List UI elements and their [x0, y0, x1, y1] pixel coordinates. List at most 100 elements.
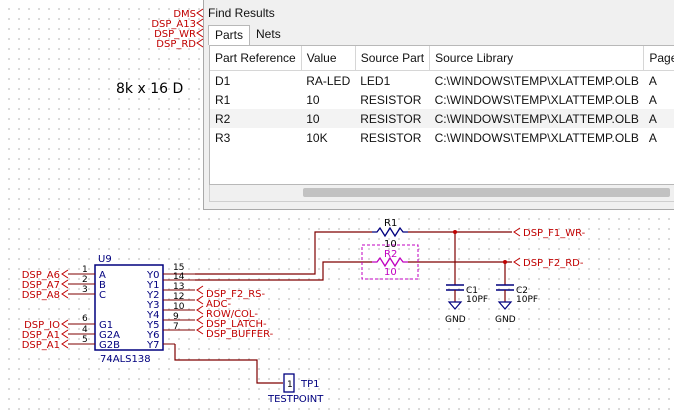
port-label-dsp-a8[interactable]: DSP_A8 [22, 290, 60, 301]
tab-nets[interactable]: Nets [256, 27, 281, 41]
r1-body[interactable] [372, 226, 408, 238]
tp1-pin-number: 1 [287, 380, 293, 390]
column-header-source-library[interactable]: Source Library [429, 46, 645, 71]
cell-source-library: C:\WINDOWS\TEMP\XLATTEMP.OLB [434, 92, 639, 107]
c2-gnd-label: GND [495, 315, 516, 325]
tp1-body[interactable] [283, 373, 295, 393]
resistor-r2[interactable]: R2 10 [361, 244, 419, 280]
table-row[interactable]: R2 10 RESISTOR C:\WINDOWS\TEMP\XLATTEMP.… [210, 109, 674, 128]
port-label-dsp-a1[interactable]: DSP_A1 [22, 330, 60, 341]
u9-right-pin-names: Y0 Y1 Y2 Y3 Y4 Y5 Y6 Y7 [146, 270, 159, 351]
u9-left-pin-names: A B C G1 G2A G2B [99, 270, 120, 351]
column-header-part-reference[interactable]: Part Reference [210, 46, 302, 71]
gnd-symbol-icon [497, 301, 513, 310]
c1-reference: C1 [466, 286, 478, 296]
column-header-page[interactable]: Page [643, 46, 674, 71]
pin-number: 9 [173, 312, 179, 322]
cell-value: RA-LED [306, 73, 351, 88]
scrollbar-thumb[interactable] [303, 188, 670, 197]
port-label-dms[interactable]: DMS [173, 9, 196, 20]
memory-block-label: 8k x 16 D [116, 81, 183, 97]
cell-source-part: RESISTOR [355, 109, 430, 128]
port-label-dsp-f2-rd[interactable]: DSP_F2_RD- [523, 258, 584, 269]
c2-value: 10PF [516, 295, 538, 305]
horizontal-scrollbar[interactable] [209, 185, 674, 202]
r2-body[interactable] [372, 256, 408, 268]
cell-source-part: RESISTOR [360, 130, 422, 145]
r2-reference: R2 [384, 249, 397, 260]
port-arrow-dms [196, 8, 204, 18]
table-row[interactable]: R3 10K RESISTOR C:\WINDOWS\TEMP\XLATTEMP… [210, 128, 674, 147]
port-label-dsp-a1[interactable]: DSP_A1 [22, 340, 60, 351]
cell-part-reference: D1 [215, 73, 231, 88]
port-label-dsp-a6[interactable]: DSP_A6 [22, 270, 60, 281]
cell-page: A [648, 92, 657, 107]
results-table[interactable]: Part Reference Value Source Part Source … [209, 45, 674, 185]
top-ports: DMS DSP_A13 DSP_WR DSP_RD [151, 8, 204, 50]
port-label-dsp-f2-rs[interactable]: DSP_F2_RS- [206, 289, 265, 300]
column-header-source-part[interactable]: Source Part [355, 46, 431, 71]
table-row[interactable]: R1 10 RESISTOR C:\WINDOWS\TEMP\XLATTEMP.… [210, 90, 674, 109]
port-label-dsp-buffer[interactable]: DSP_BUFFER- [206, 329, 274, 340]
junction-dot [453, 230, 457, 234]
gnd-symbol-icon [447, 301, 463, 310]
u9-body[interactable] [94, 264, 164, 351]
net-wire-y1[interactable] [195, 261, 372, 281]
port-label-dsp-latch[interactable]: DSP_LATCH- [206, 319, 267, 330]
port-arrow [61, 339, 69, 349]
u9-left-pin-numbers: 1 2 3 6 4 5 [82, 265, 88, 345]
port-label-dsp-a13[interactable]: DSP_A13 [151, 19, 196, 30]
pin-name: Y7 [146, 340, 159, 351]
port-label-row-col[interactable]: ROW/COL- [206, 309, 258, 320]
port-label-dsp-a7[interactable]: DSP_A7 [22, 280, 60, 291]
pin-number: 5 [82, 335, 88, 345]
c2-reference: C2 [516, 286, 528, 296]
port-label-adc[interactable]: ADC- [206, 299, 232, 310]
c1-gnd-label: GND [445, 315, 466, 325]
port-arrow-dsp-wr [196, 28, 204, 38]
r2-value: 10 [384, 267, 397, 278]
pin-name: Y5 [146, 320, 159, 331]
pin-number: 12 [173, 292, 184, 302]
port-label-dsp-f1-wr[interactable]: DSP_F1_WR- [523, 228, 586, 239]
port-label-dsp-rd[interactable]: DSP_RD [156, 39, 196, 50]
pin-name: C [99, 290, 106, 301]
net-wire-y0[interactable] [195, 231, 372, 275]
capacitor-c2[interactable]: C2 10PF GND [495, 284, 538, 325]
port-label-dsp-io[interactable]: DSP_IO [24, 320, 60, 331]
pin-name: Y0 [146, 270, 159, 281]
resistor-r1[interactable]: R1 10 [372, 218, 408, 250]
cell-source-library: C:\WINDOWS\TEMP\XLATTEMP.OLB [434, 73, 639, 88]
testpoint-tp1[interactable]: 1 TP1 TESTPOINT [267, 373, 324, 405]
u9-left-net-ports: DSP_A6 DSP_A7 DSP_A8 DSP_IO DSP_A1 DSP_A… [22, 269, 69, 351]
capacitor-c1[interactable]: C1 10PF GND [445, 284, 488, 325]
cell-source-library: C:\WINDOWS\TEMP\XLATTEMP.OLB [434, 130, 639, 145]
column-header-value[interactable]: Value [301, 46, 356, 71]
cell-part-reference: R3 [215, 130, 231, 145]
u9-left-pins [68, 273, 95, 345]
net-wire-tp1[interactable] [174, 344, 283, 384]
tab-parts[interactable]: Parts [208, 25, 251, 45]
pin-name: Y3 [146, 300, 159, 311]
cell-source-part: RESISTOR [360, 92, 422, 107]
junction-dot [503, 260, 507, 264]
table-row[interactable]: D1 RA-LED LED1 C:\WINDOWS\TEMP\XLATTEMP.… [210, 71, 674, 91]
pin-number: 7 [173, 322, 179, 332]
pin-number: 4 [82, 325, 88, 335]
port-arrow [196, 285, 204, 295]
pin-number: 2 [82, 275, 88, 285]
u9-right-pin-numbers: 15 14 13 12 10 9 7 [173, 263, 185, 332]
table-header-row: Part Reference Value Source Part Source … [210, 46, 674, 71]
port-arrow [196, 295, 204, 305]
output-ports: DSP_F1_WR- DSP_F2_RD- [513, 227, 586, 269]
pin-name: Y4 [146, 310, 159, 321]
cell-value: 10K [306, 130, 328, 145]
u9-decoder[interactable]: U9 74ALS138 1 2 3 6 4 5 A B C G1 G2A G2B [22, 254, 274, 365]
nets [174, 231, 512, 384]
r1-reference: R1 [384, 218, 397, 229]
port-arrow [61, 289, 69, 299]
port-label-dsp-wr[interactable]: DSP_WR [154, 29, 196, 40]
pin-name: Y6 [146, 330, 159, 341]
